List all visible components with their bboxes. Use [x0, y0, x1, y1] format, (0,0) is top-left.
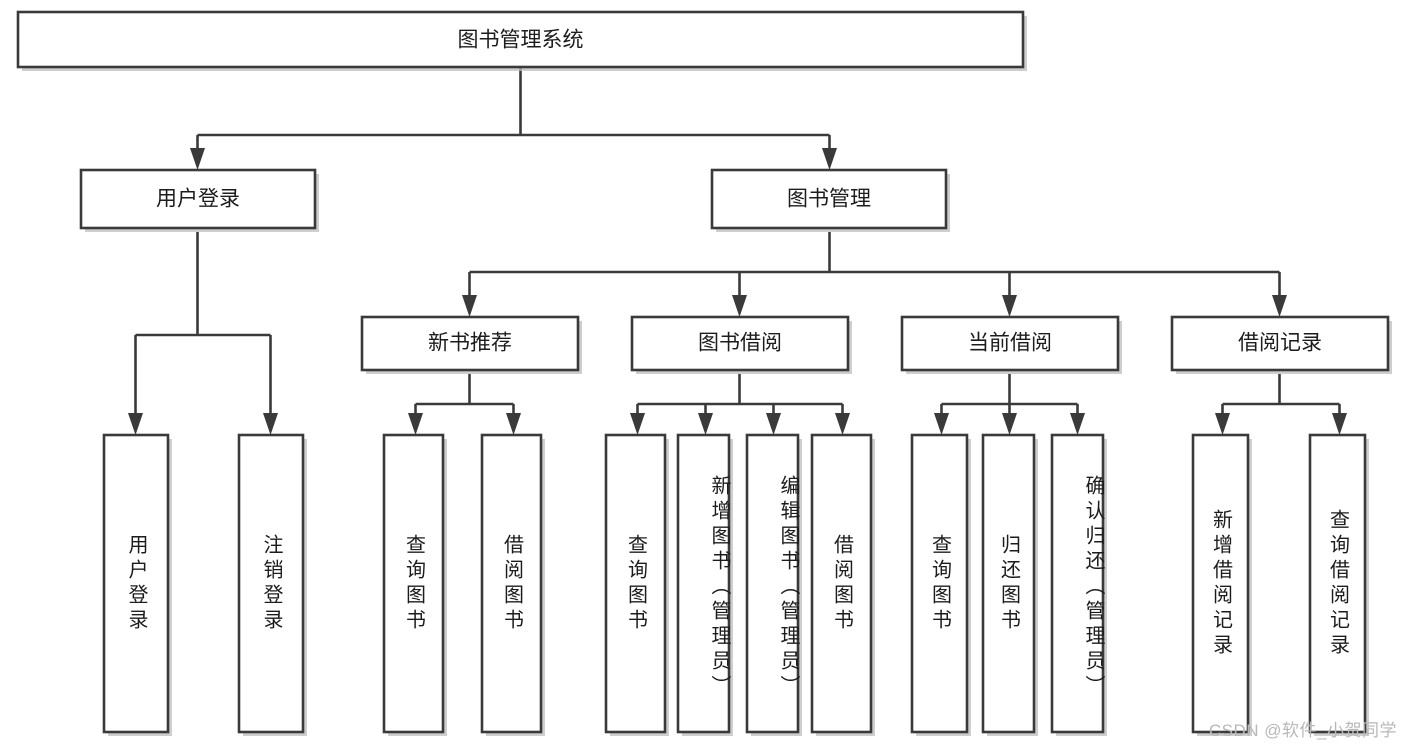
node-leaf-8[interactable]: [810, 433, 875, 736]
node-leaf-5[interactable]: [604, 433, 669, 736]
node-leaf-4[interactable]: [480, 433, 545, 736]
arrow-newbook-to-leaf3: [408, 413, 423, 435]
node-root[interactable]: 图书管理系统: [16, 10, 1027, 71]
connector-layer: [128, 67, 1347, 435]
root-label: 图书管理系统: [458, 29, 584, 52]
arrow-bookmgmt-to-records: [1272, 295, 1287, 317]
node-leaf-12[interactable]: [1191, 433, 1252, 736]
arrow-borrow-to-leaf5: [630, 413, 645, 435]
borrow-label: 图书借阅: [698, 332, 782, 355]
node-leaf-1[interactable]: [102, 433, 172, 736]
arrow-login-to-leaf1: [128, 413, 143, 435]
current-label: 当前借阅: [968, 332, 1052, 355]
arrow-borrow-to-leaf6: [698, 413, 713, 435]
leaf-6-box: [676, 433, 731, 734]
node-leaf-2[interactable]: [237, 433, 307, 736]
login-label: 用户登录: [156, 188, 240, 211]
leaf-3-box: [382, 433, 445, 734]
current-box: [900, 315, 1120, 372]
node-borrow[interactable]: 图书借阅: [630, 315, 852, 374]
arrow-current-to-leaf10: [1002, 413, 1017, 435]
node-leaf-11[interactable]: [1050, 433, 1107, 736]
newbook-label: 新书推荐: [428, 332, 512, 355]
login-box: [79, 168, 317, 230]
node-layer: 图书管理系统 用户登录 图书管理 新书推荐: [16, 10, 1392, 736]
node-leaf-3[interactable]: [382, 433, 447, 736]
node-records[interactable]: 借阅记录: [1170, 315, 1392, 374]
leaf-12-box: [1191, 433, 1250, 734]
leaf-7-box: [745, 433, 800, 734]
node-login[interactable]: 用户登录: [79, 168, 319, 232]
leaf-13-box: [1308, 433, 1367, 734]
arrow-root-to-login: [190, 148, 205, 170]
bookmgmt-label: 图书管理: [787, 188, 871, 211]
leaf-11-box: [1050, 433, 1105, 734]
node-leaf-9[interactable]: [910, 433, 971, 736]
arrow-bookmgmt-to-newbook: [462, 295, 477, 317]
bookmgmt-box: [710, 168, 948, 230]
records-label: 借阅记录: [1238, 332, 1322, 355]
records-box: [1170, 315, 1390, 372]
leaf-9-box: [910, 433, 969, 734]
arrow-login-to-leaf2: [263, 413, 278, 435]
arrow-records-to-leaf12: [1215, 413, 1230, 435]
arrow-newbook-to-leaf4: [506, 413, 521, 435]
watermark-text: CSDN @软件_小贺同学: [1208, 721, 1397, 740]
arrow-current-to-leaf11: [1070, 413, 1085, 435]
newbook-box: [360, 315, 580, 372]
arrow-records-to-leaf13: [1332, 413, 1347, 435]
node-leaf-13[interactable]: [1308, 433, 1369, 736]
node-leaf-6[interactable]: [676, 433, 733, 736]
node-bookmgmt[interactable]: 图书管理: [710, 168, 950, 232]
leaf-1-box: [102, 433, 170, 734]
node-leaf-7[interactable]: [745, 433, 802, 736]
arrow-root-to-bookmgmt: [822, 148, 837, 170]
leaf-5-box: [604, 433, 667, 734]
arrow-bookmgmt-to-borrow: [732, 295, 747, 317]
leaf-10-box: [981, 433, 1036, 734]
borrow-box: [630, 315, 850, 372]
arrow-current-to-leaf9: [934, 413, 949, 435]
node-leaf-10[interactable]: [981, 433, 1038, 736]
arrow-borrow-to-leaf7: [766, 413, 781, 435]
leaf-2-box: [237, 433, 305, 734]
node-current[interactable]: 当前借阅: [900, 315, 1122, 374]
arrow-borrow-to-leaf8: [835, 413, 850, 435]
leaf-4-box: [480, 433, 543, 734]
root-box: [16, 10, 1025, 69]
node-newbook[interactable]: 新书推荐: [360, 315, 582, 374]
arrow-bookmgmt-to-current: [1002, 295, 1017, 317]
leaf-8-box: [810, 433, 873, 734]
